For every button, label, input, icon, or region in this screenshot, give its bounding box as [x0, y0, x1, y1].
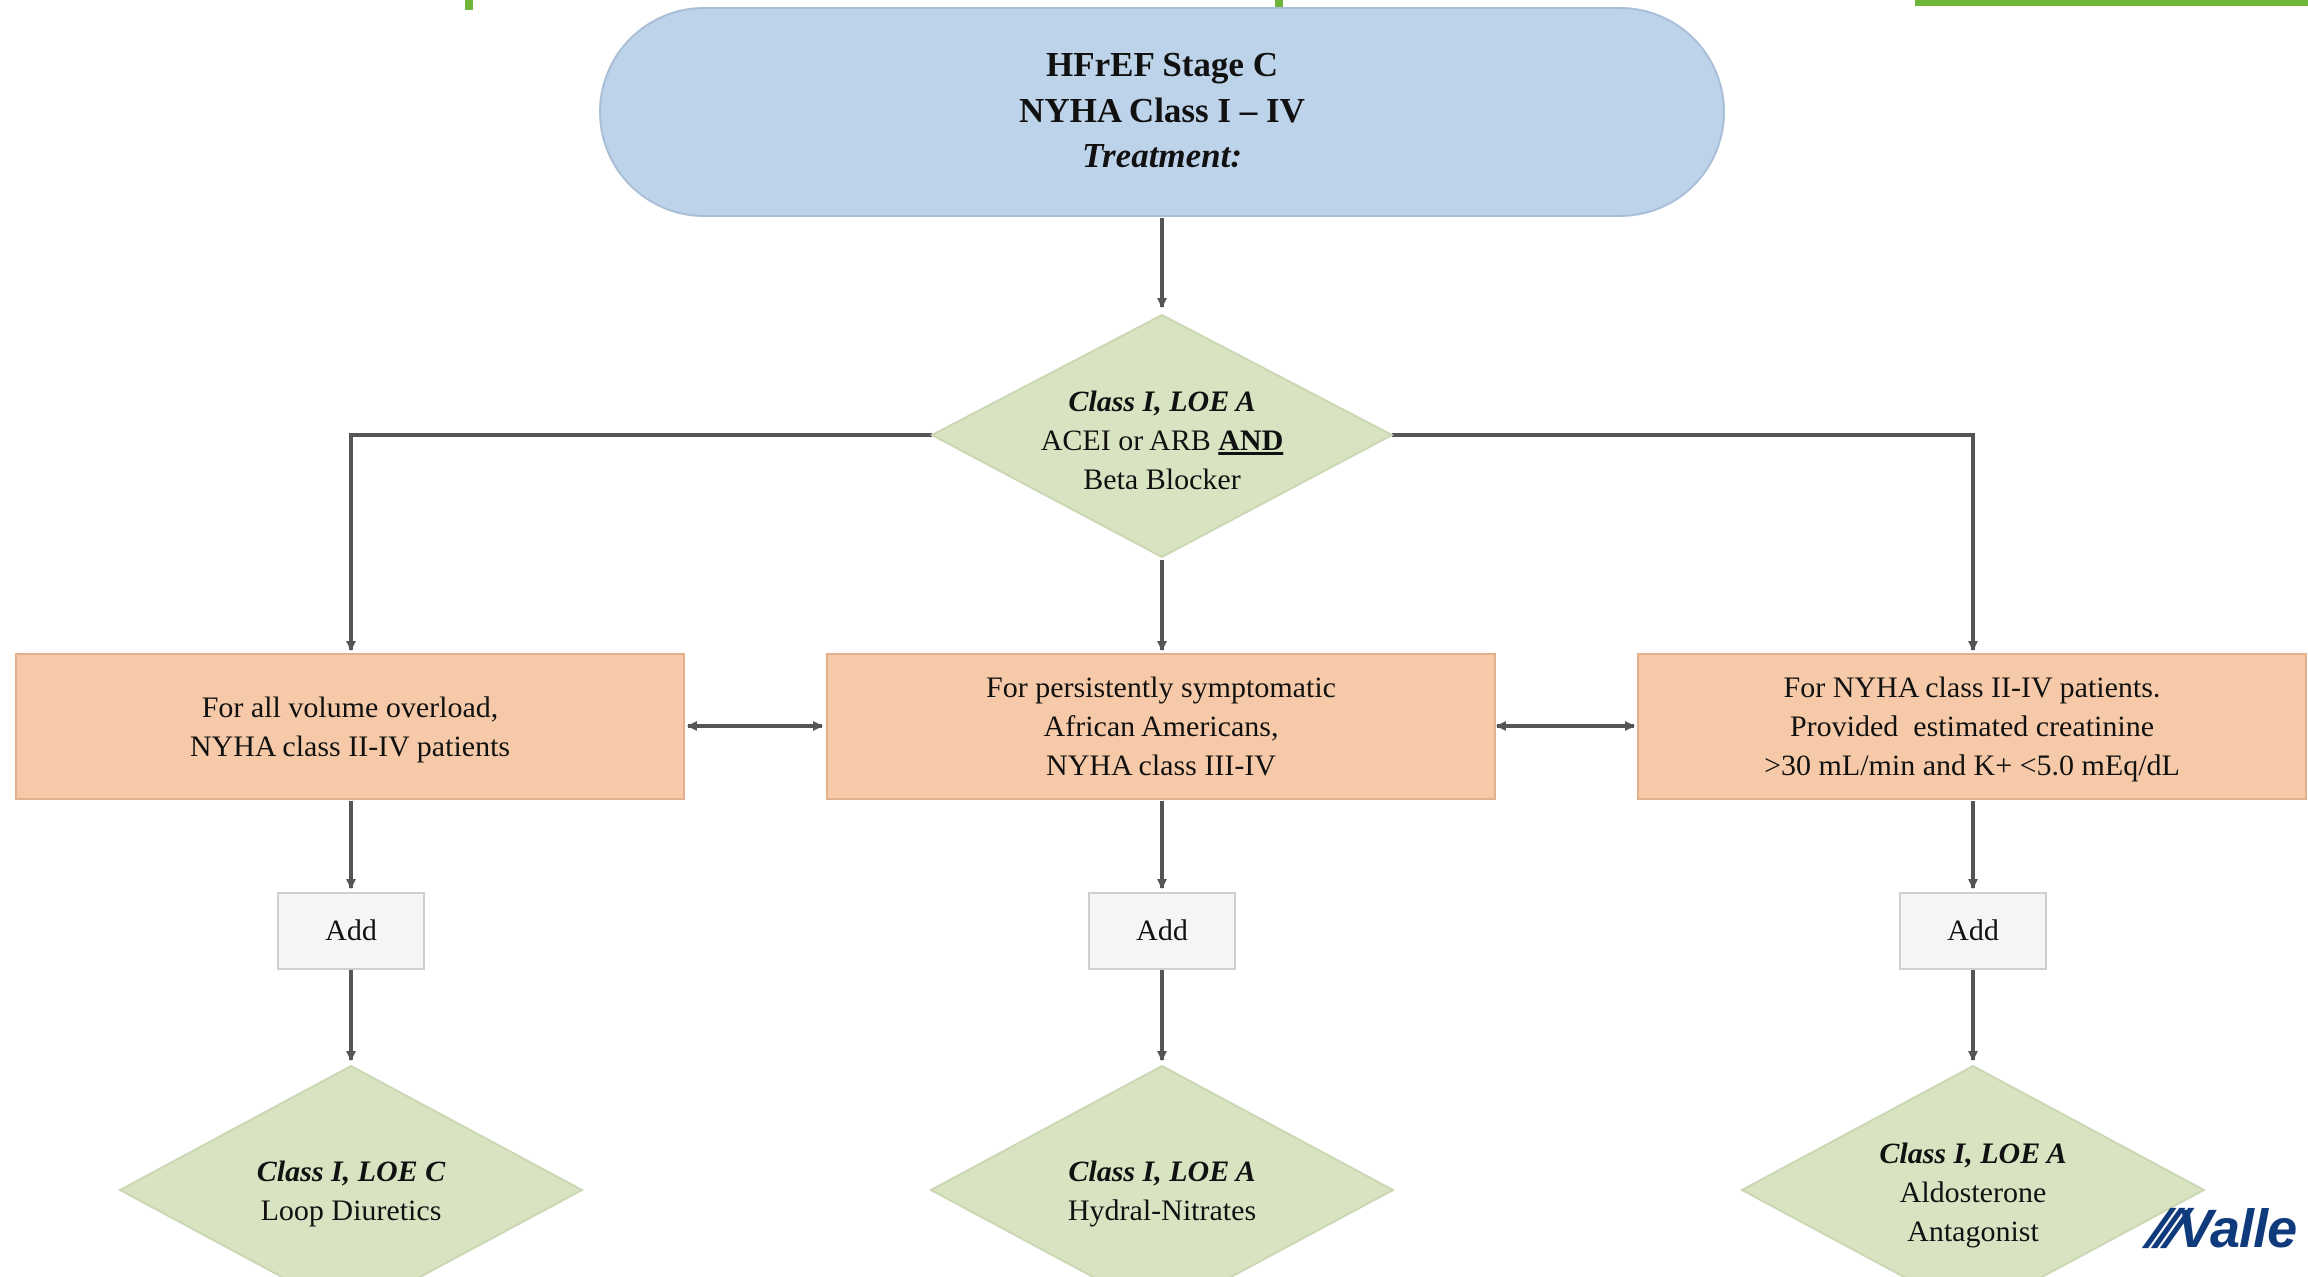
condition-right-line-2: Provided estimated creatinine — [1789, 710, 2155, 743]
condition-left-line-1: For all volume overload, — [201, 690, 499, 724]
condition-text-left: For all volume overload, NYHA class II-I… — [16, 654, 684, 799]
therapy-diamond-right — [1739, 1064, 2207, 1277]
start-treatment-label: Treatment: — [1081, 136, 1243, 175]
condition-box-center — [826, 653, 1496, 800]
start-title: HFrEF Stage C — [1046, 45, 1278, 84]
first-decision-diamond — [929, 313, 1395, 559]
start-subtitle: NYHA Class I – IV — [1019, 90, 1305, 130]
connector-decision-to-left — [346, 433, 932, 651]
condition-right-line-1: For NYHA class II-IV patients. — [1783, 671, 2161, 704]
top-left-accent-mark — [465, 0, 473, 10]
logo-text: Valle — [2177, 1199, 2297, 1259]
start-terminal-text: HFrEF Stage C NYHA Class I – IV Treatmen… — [600, 42, 1724, 179]
therapy-text-center: Class I, LOE A Hydral-Nitrates — [931, 1152, 1393, 1230]
add-label-right: Add — [1947, 914, 1999, 947]
condition-box-left — [15, 653, 685, 800]
therapy-right-class: Class I, LOE A — [1879, 1137, 2067, 1170]
first-decision-text: Class I, LOE A ACEI or ARB AND Beta Bloc… — [932, 382, 1392, 499]
therapy-text-left: Class I, LOE C Loop Diuretics — [120, 1152, 582, 1230]
condition-center-line-1: For persistently symptomatic — [986, 671, 1336, 704]
therapy-text-right: Class I, LOE A Aldosterone Antagonist — [1742, 1134, 2204, 1251]
condition-box-right — [1637, 653, 2307, 800]
add-box-center — [1088, 892, 1236, 970]
therapy-diamond-left — [117, 1064, 585, 1277]
top-mid-accent-mark — [1275, 0, 1283, 10]
therapy-right-drug-line-2: Antagonist — [1907, 1215, 2039, 1248]
top-accent-bar — [1915, 0, 2308, 6]
add-label-left: Add — [325, 914, 377, 947]
first-decision-beta-blocker: Beta Blocker — [1083, 463, 1241, 496]
valley-logo: ///Valle — [2140, 1198, 2297, 1260]
first-decision-class: Class I, LOE A — [1068, 385, 1256, 418]
therapy-diamond-center — [928, 1064, 1396, 1277]
therapy-left-class: Class I, LOE C — [256, 1155, 446, 1188]
condition-text-center: For persistently symptomatic African Ame… — [827, 654, 1495, 799]
condition-center-line-2: African Americans, — [1043, 710, 1279, 743]
therapy-left-drug: Loop Diuretics — [260, 1194, 442, 1227]
condition-left-line-2: NYHA class II-IV patients — [189, 729, 511, 763]
add-label-center: Add — [1136, 914, 1188, 947]
therapy-right-drug-line-1: Aldosterone — [1899, 1176, 2047, 1209]
start-terminal — [599, 7, 1725, 217]
condition-center-line-3: NYHA class III-IV — [1046, 749, 1276, 782]
connector-decision-to-right — [1392, 433, 1978, 651]
therapy-center-class: Class I, LOE A — [1068, 1155, 1256, 1188]
condition-text-right: For NYHA class II-IV patients. Provided … — [1638, 654, 2306, 799]
first-decision-drugs: ACEI or ARB AND — [1040, 424, 1284, 457]
condition-right-line-3: >30 mL/min and K+ <5.0 mEq/dL — [1764, 749, 2180, 782]
add-box-right — [1899, 892, 2047, 970]
add-box-left — [277, 892, 425, 970]
therapy-center-drug: Hydral-Nitrates — [1067, 1194, 1257, 1227]
